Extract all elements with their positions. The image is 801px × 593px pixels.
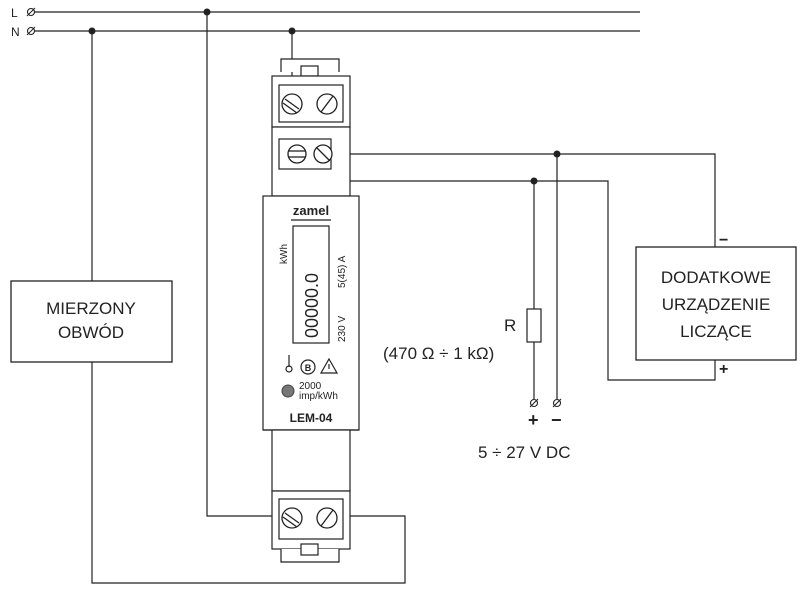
supply-terminal-plus-icon	[529, 398, 539, 408]
class-b-icon: B	[300, 359, 316, 375]
screw-icon	[313, 144, 333, 164]
screw-icon	[281, 93, 303, 115]
meter-top-latch	[300, 65, 319, 77]
supply-plus-sign: +	[528, 410, 539, 430]
line-N-label: N	[11, 25, 20, 39]
meter-display	[292, 225, 330, 344]
supply-voltage-label: 5 ÷ 27 V DC	[478, 443, 570, 462]
svg-text:B: B	[305, 363, 312, 373]
junction-dot	[530, 177, 538, 185]
thermometer-icon	[285, 355, 293, 373]
junction-dot	[553, 150, 561, 158]
wires	[91, 12, 716, 584]
meter-voltage-rating: 230 V	[337, 316, 348, 342]
counter-minus-sign: −	[719, 232, 728, 249]
counter-device-label-3: LICZĄCE	[680, 322, 752, 341]
junctions	[88, 8, 561, 185]
impulse-led-icon	[281, 384, 295, 398]
screw-icon	[281, 507, 303, 529]
meter-unit-label: kWh	[279, 244, 290, 264]
supply-terminals	[529, 398, 562, 408]
resistor-name: R	[504, 316, 516, 335]
meter-bottom-latch	[300, 543, 319, 556]
screw-terminals	[281, 93, 338, 529]
measured-circuit-box	[10, 280, 173, 363]
counter-plus-sign: +	[719, 361, 728, 378]
meter-impulse-unit: imp/kWh	[299, 391, 338, 402]
mains-lines	[35, 11, 640, 32]
resistor-range: (470 Ω ÷ 1 kΩ)	[383, 344, 494, 363]
counter-device-label-1: DODATKOWE	[661, 268, 771, 287]
counter-device-box	[635, 246, 797, 361]
terminal-N-slash	[26, 26, 36, 36]
meter-model: LEM-04	[290, 411, 333, 425]
supply-minus-sign: −	[551, 410, 562, 430]
wire-L-to-meter-in	[206, 12, 279, 517]
warning-icon	[319, 357, 339, 374]
measured-circuit-label-1: MIERZONY	[46, 299, 136, 318]
meter-impulse-rate: 2000	[299, 381, 322, 392]
screw-icon	[287, 144, 307, 164]
meter-symbols: B	[285, 355, 339, 375]
meter-lower-section	[271, 429, 351, 492]
junction-dot	[203, 8, 211, 16]
screw-icon	[316, 507, 338, 529]
meter-current-rating: 5(45) A	[337, 255, 348, 288]
supply-terminal-minus-icon	[552, 398, 562, 408]
counter-device-label-2: URZĄDZENIE	[662, 295, 771, 314]
screw-icon	[316, 93, 338, 115]
junction-dot	[88, 27, 96, 35]
measured-circuit-label-2: OBWÓD	[58, 323, 124, 342]
wire-impulse-minus	[332, 153, 716, 247]
resistor-icon	[526, 308, 542, 343]
meter-display-digits: 00000.0	[302, 273, 322, 338]
line-L-label: L	[11, 6, 18, 20]
terminal-L-slash	[26, 7, 36, 17]
meter-brand-logo: zamel	[293, 203, 329, 218]
junction-dot	[288, 27, 296, 35]
wire-circuit-to-meter-out	[91, 362, 406, 584]
